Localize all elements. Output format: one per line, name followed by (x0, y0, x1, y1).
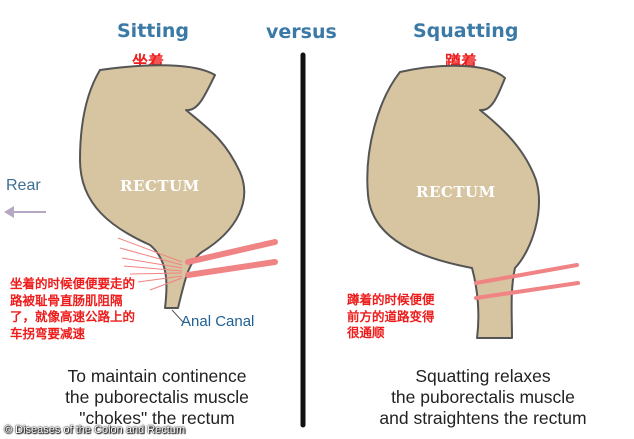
annotation-line: 路被耻骨直肠肌阻隔 (10, 292, 123, 308)
rectum-label-squatting: RECTUM (416, 183, 496, 201)
puborectalis-sitting-upper (185, 239, 278, 265)
squatting-caption: Squatting relaxes the puborectalis muscl… (348, 366, 618, 429)
squatting-annotation-cn: 蹲着的时候便便 前方的道路变得 很通顺 (347, 292, 435, 342)
sitting-annotation-cn: 坐着的时候便便要走的 路被耻骨直肠肌阻隔 了，就像高速公路上的 车拐弯要减速 (10, 276, 135, 342)
annotation-line: 车拐弯要减速 (10, 325, 86, 341)
caption-line: Squatting relaxes (415, 366, 551, 386)
image-credit: © Diseases of the Colon and Rectum (4, 424, 186, 436)
annotation-line: 坐着的时候便便要走的 (10, 276, 136, 291)
caption-line: To maintain continence (67, 366, 247, 386)
rectum-label-sitting: RECTUM (120, 177, 200, 195)
annotation-line: 了，就像高速公路上的 (10, 309, 136, 324)
rear-label: Rear (6, 177, 41, 194)
caption-line: and straightens the rectum (379, 408, 587, 428)
sitting-caption: To maintain continence the puborectalis … (22, 366, 292, 429)
caption-line: the puborectalis muscle (65, 387, 249, 407)
anal-canal-label: Anal Canal (181, 313, 255, 330)
puborectalis-squatting-upper (474, 263, 579, 285)
puborectalis-squatting-lower (474, 281, 580, 300)
annotation-line: 蹲着的时候便便 (347, 292, 435, 307)
sitting-title: Sitting (117, 20, 190, 42)
pressure-lines (117, 237, 183, 291)
rear-arrow-head (4, 206, 14, 218)
rectum-squatting-shape (366, 64, 540, 339)
anal-canal-pointer (171, 309, 184, 323)
squatting-title: Squatting (413, 20, 519, 42)
caption-line: the puborectalis muscle (391, 387, 575, 407)
annotation-line: 很通顺 (347, 325, 385, 340)
caption-line: "chokes" the rectum (79, 408, 235, 428)
versus-title: versus (266, 21, 337, 43)
rectum-sitting-shape (79, 64, 246, 309)
annotation-line: 前方的道路变得 (347, 308, 435, 324)
puborectalis-sitting-lower (185, 259, 278, 278)
